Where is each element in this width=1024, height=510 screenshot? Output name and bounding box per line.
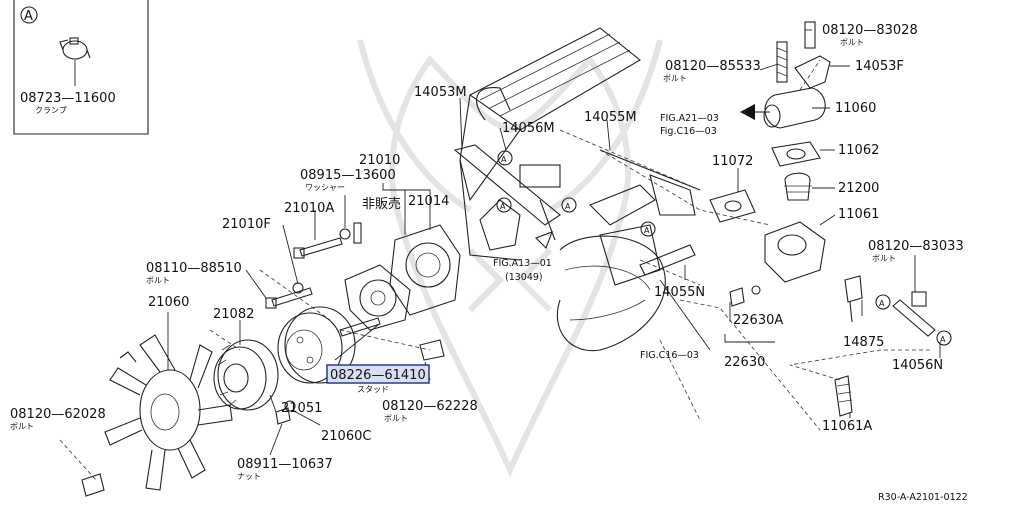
label-14055N: 14055N <box>654 285 705 300</box>
label-22630: 22630 <box>724 355 765 370</box>
svg-text:A: A <box>940 335 946 344</box>
label-14055M: 14055M <box>584 110 637 125</box>
intake-pipes <box>453 87 696 286</box>
assembly-dashed-lines <box>59 59 930 481</box>
label-08120-83033-sub: ボルト <box>872 254 896 263</box>
label-21010F: 21010F <box>222 217 271 232</box>
label-08120-85533-sub: ボルト <box>663 74 687 83</box>
inset-box: A 08723—11600 クランプ <box>13 0 149 135</box>
part-labels: 08120—83028 ボルト 08120—85533 ボルト 14053F 1… <box>10 23 968 503</box>
svg-text:A: A <box>501 155 507 164</box>
circle-markers: A A A A A A <box>496 150 952 346</box>
label-21051: 21051 <box>281 401 322 416</box>
label-08120-62228-sub: ボルト <box>384 414 408 423</box>
label-11060: 11060 <box>835 101 876 116</box>
label-08110-88510-sub: ボルト <box>146 276 170 285</box>
svg-text:A: A <box>500 202 506 211</box>
inset-marker: A <box>24 9 33 24</box>
label-08120-62028-sub: ボルト <box>10 422 34 431</box>
label-08120-83028: 08120—83028 <box>822 23 918 38</box>
label-08120-62028: 08120—62028 <box>10 407 106 422</box>
label-21014: 21014 <box>408 194 449 209</box>
label-08226-61410: 08226—61410 <box>330 368 426 383</box>
highlight-box <box>326 364 430 384</box>
label-21200: 21200 <box>838 181 879 196</box>
label-08120-62228: 08120—62228 <box>382 399 478 414</box>
marker-a-5: A <box>875 294 891 310</box>
label-21082: 21082 <box>213 307 254 322</box>
marker-a-1: A <box>497 150 513 166</box>
label-11061A: 11061A <box>822 419 872 434</box>
label-21060C: 21060C <box>321 429 371 444</box>
label-11072: 11072 <box>712 154 753 169</box>
thermostat-assembly <box>709 21 831 283</box>
pump-bolts <box>265 237 445 361</box>
diagram-reference: R30-A-A2101-0122 <box>878 492 968 503</box>
label-fig-c16-03: Fig.C16—03 <box>660 126 717 137</box>
label-22630A: 22630A <box>733 313 783 328</box>
leader-lines <box>167 29 941 456</box>
label-14056N: 14056N <box>892 358 943 373</box>
marker-a-3: A <box>561 197 577 213</box>
label-08120-83028-sub: ボルト <box>840 38 864 47</box>
label-08110-88510: 08110—88510 <box>146 261 242 276</box>
label-08911-10637-sub: ナット <box>237 472 261 481</box>
fan-clutch <box>213 339 296 425</box>
label-08915-13600-sub: ワッシャー <box>305 183 345 192</box>
label-fig-c16-03-b: FIG.C16—03 <box>640 350 699 361</box>
svg-text:A: A <box>879 299 885 308</box>
label-14875: 14875 <box>843 335 884 350</box>
label-13049: (13049) <box>505 272 543 283</box>
label-14053M: 14053M <box>414 85 467 100</box>
label-21010: 21010 <box>359 153 400 168</box>
sensor-and-bolts <box>729 275 936 417</box>
svg-text:A: A <box>565 202 571 211</box>
inset-part-number: 08723—11600 <box>20 91 116 106</box>
svg-text:A: A <box>644 226 650 235</box>
marker-a-4: A <box>640 221 656 237</box>
label-hihanbai: 非販売 <box>362 196 401 212</box>
marker-a-6: A <box>936 330 952 346</box>
label-fig-a21-03: FIG.A21—03 <box>660 113 719 124</box>
clamp-icon <box>59 37 91 60</box>
label-08915-13600: 08915—13600 <box>300 168 396 183</box>
label-08120-83033: 08120—83033 <box>868 239 964 254</box>
inset-part-sub: クランプ <box>35 106 67 115</box>
label-21010A: 21010A <box>284 201 334 216</box>
marker-a-2: A <box>496 197 512 213</box>
label-08120-85533: 08120—85533 <box>665 59 761 74</box>
label-21060: 21060 <box>148 295 189 310</box>
label-14056M: 14056M <box>502 121 555 136</box>
label-08911-10637: 08911—10637 <box>237 457 333 472</box>
cooling-fan <box>81 334 233 497</box>
watermark-logo <box>357 39 663 478</box>
label-11061: 11061 <box>838 207 879 222</box>
pulley <box>277 306 356 384</box>
label-fig-a13-01: FIG.A13—01 <box>493 258 552 269</box>
label-11062: 11062 <box>838 143 879 158</box>
label-14053F: 14053F <box>855 59 904 74</box>
label-08226-61410-sub: スタッド <box>357 385 389 394</box>
water-pump <box>339 222 461 331</box>
